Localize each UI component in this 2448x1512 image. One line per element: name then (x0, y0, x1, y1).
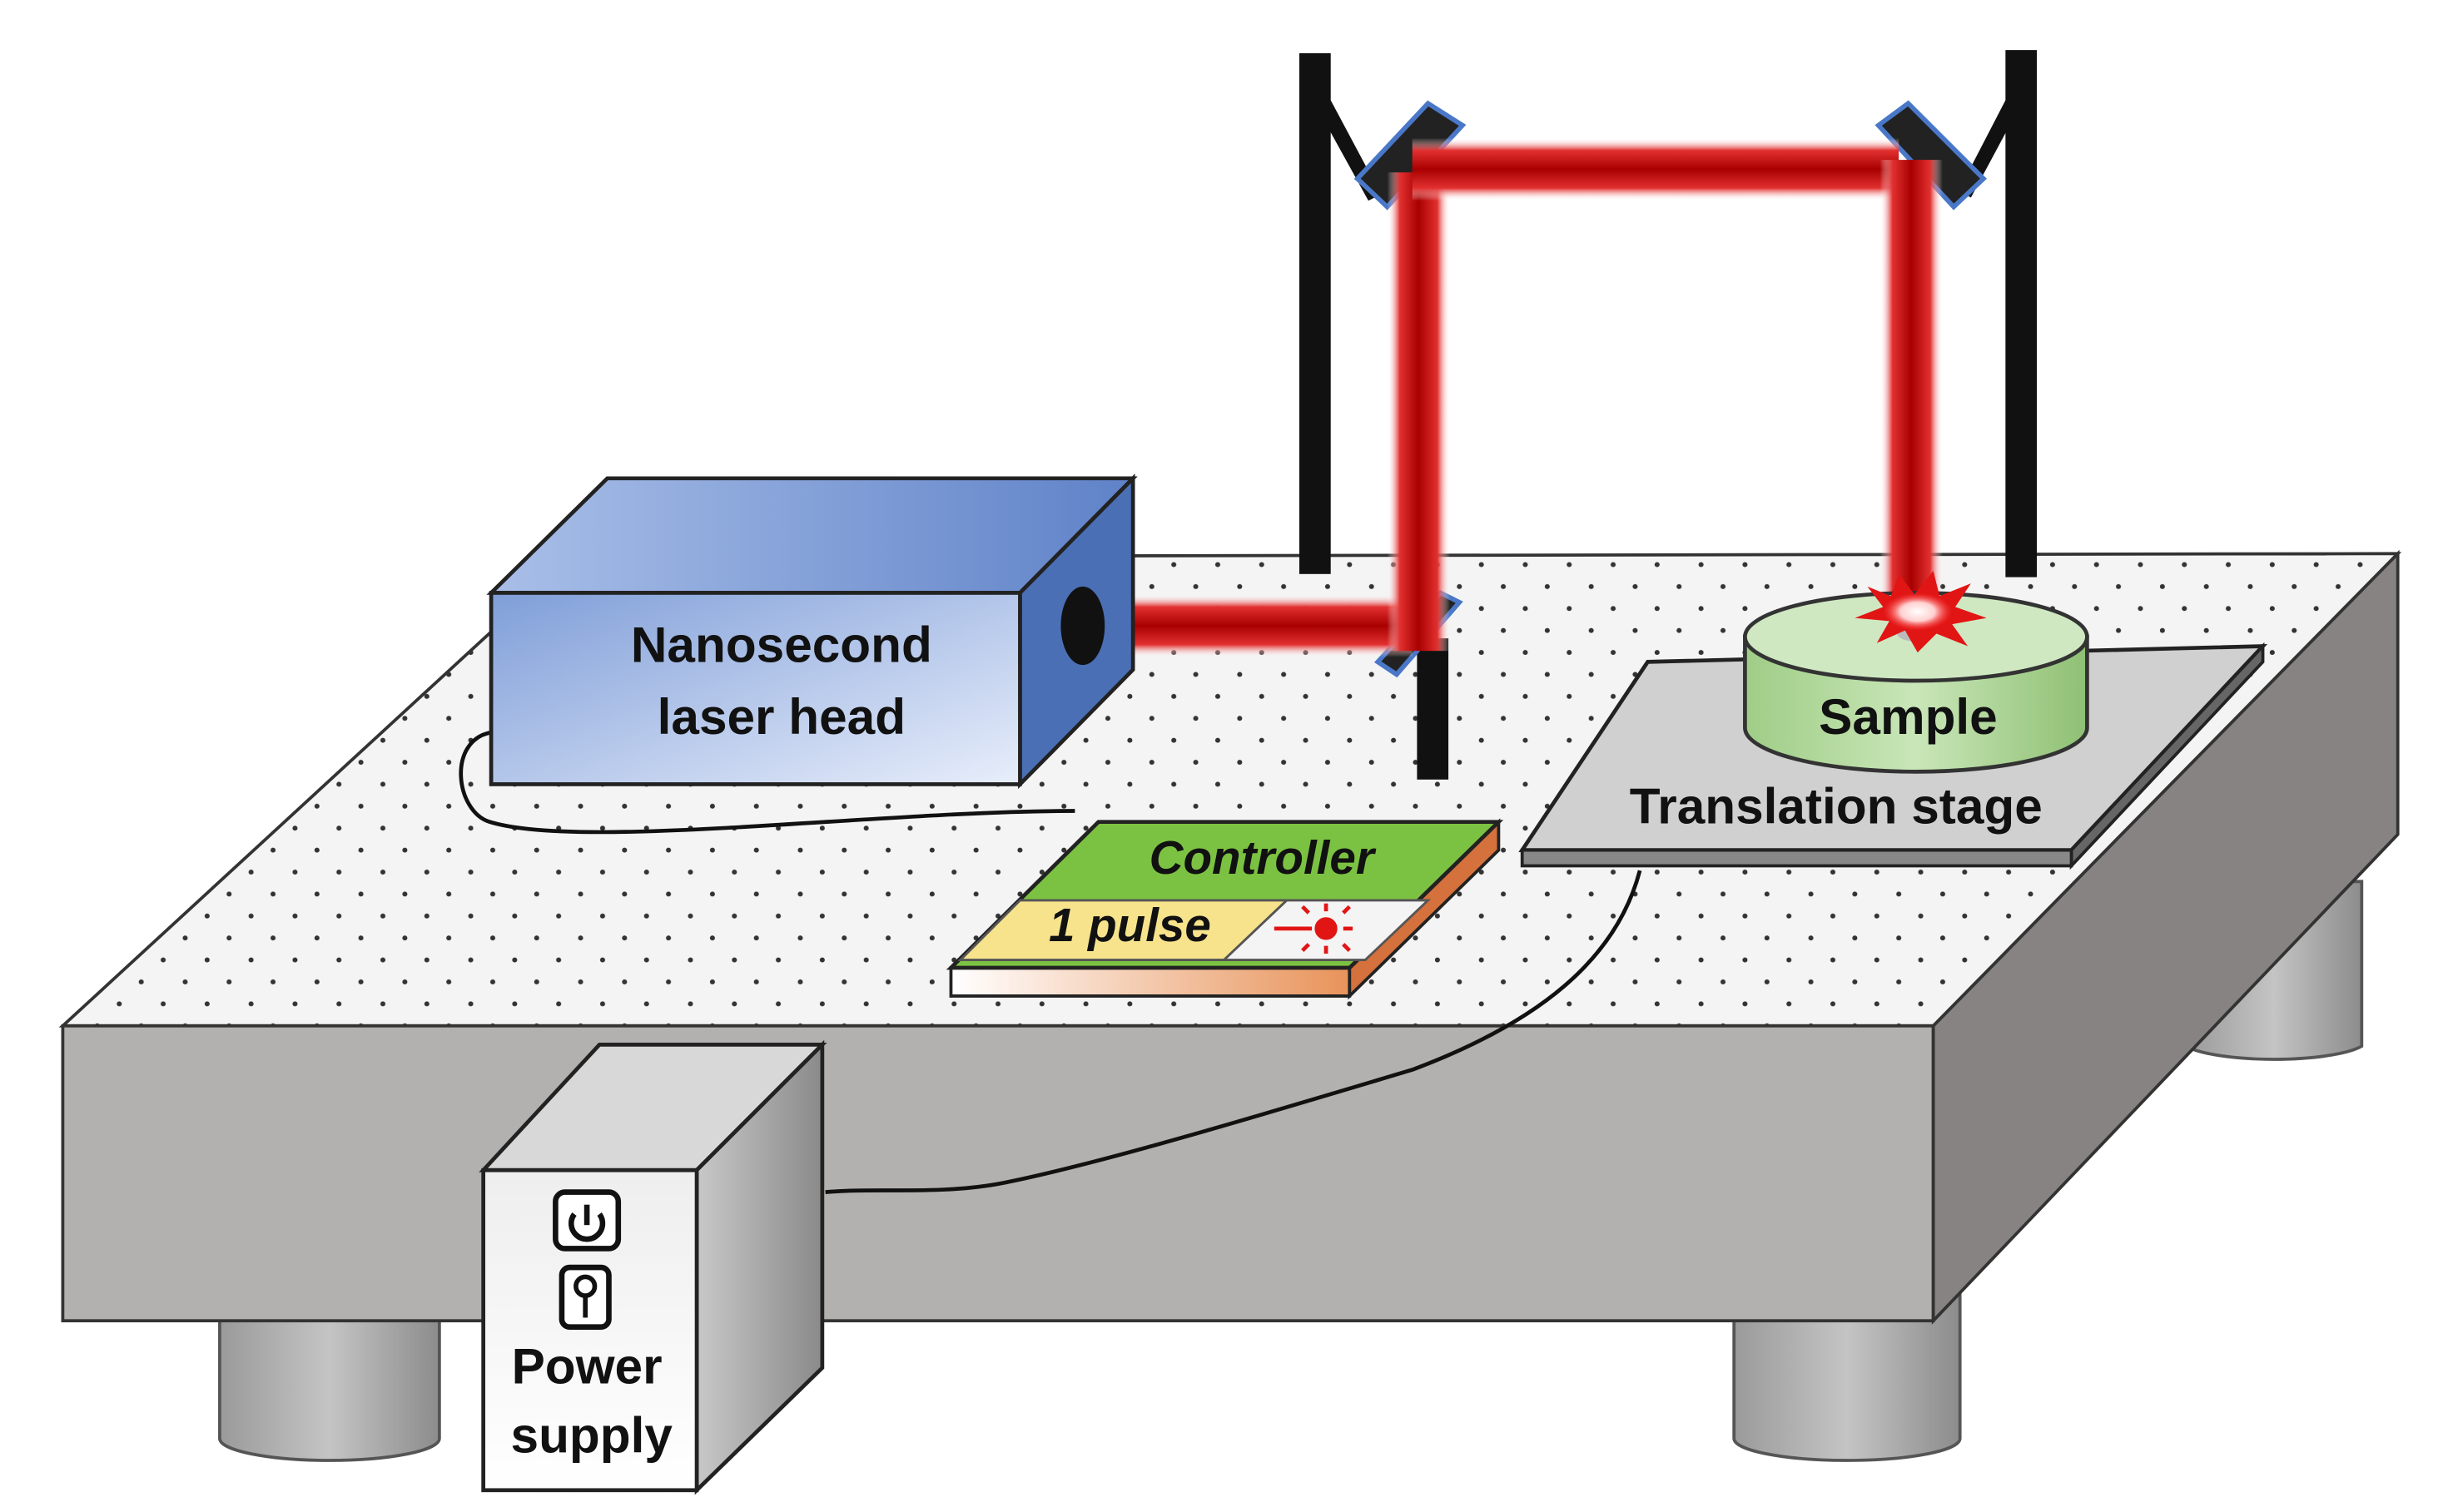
laser-emit-icon (1274, 903, 1353, 954)
laser-head: Nanosecond laser head (486, 473, 1138, 790)
power-supply-label-line1: Power (512, 1338, 663, 1395)
translation-stage-label: Translation stage (1630, 778, 2043, 835)
cables (459, 730, 1642, 1194)
sample-label: Sample (1819, 688, 1998, 745)
power-supply-label-line2: supply (511, 1407, 673, 1464)
impact-burst (1855, 571, 1987, 653)
laser-head-label-line2: laser head (658, 688, 906, 745)
table-right-side (1931, 549, 2400, 1325)
power-icon (553, 1189, 622, 1252)
mirror-top-left (1353, 100, 1467, 211)
laser-aperture (1060, 586, 1105, 666)
pulse-label: 1 pulse (1049, 899, 1211, 951)
key-icon (559, 1264, 612, 1331)
table-legs (218, 880, 2364, 1462)
controller: Controller 1 pulse (946, 818, 1504, 1000)
laser-head-front (489, 591, 1022, 786)
table-front (61, 1024, 1935, 1323)
power-supply: Power supply (479, 1039, 827, 1495)
controller-label: Controller (1150, 831, 1377, 884)
laser-head-label-line1: Nanosecond (631, 616, 932, 672)
